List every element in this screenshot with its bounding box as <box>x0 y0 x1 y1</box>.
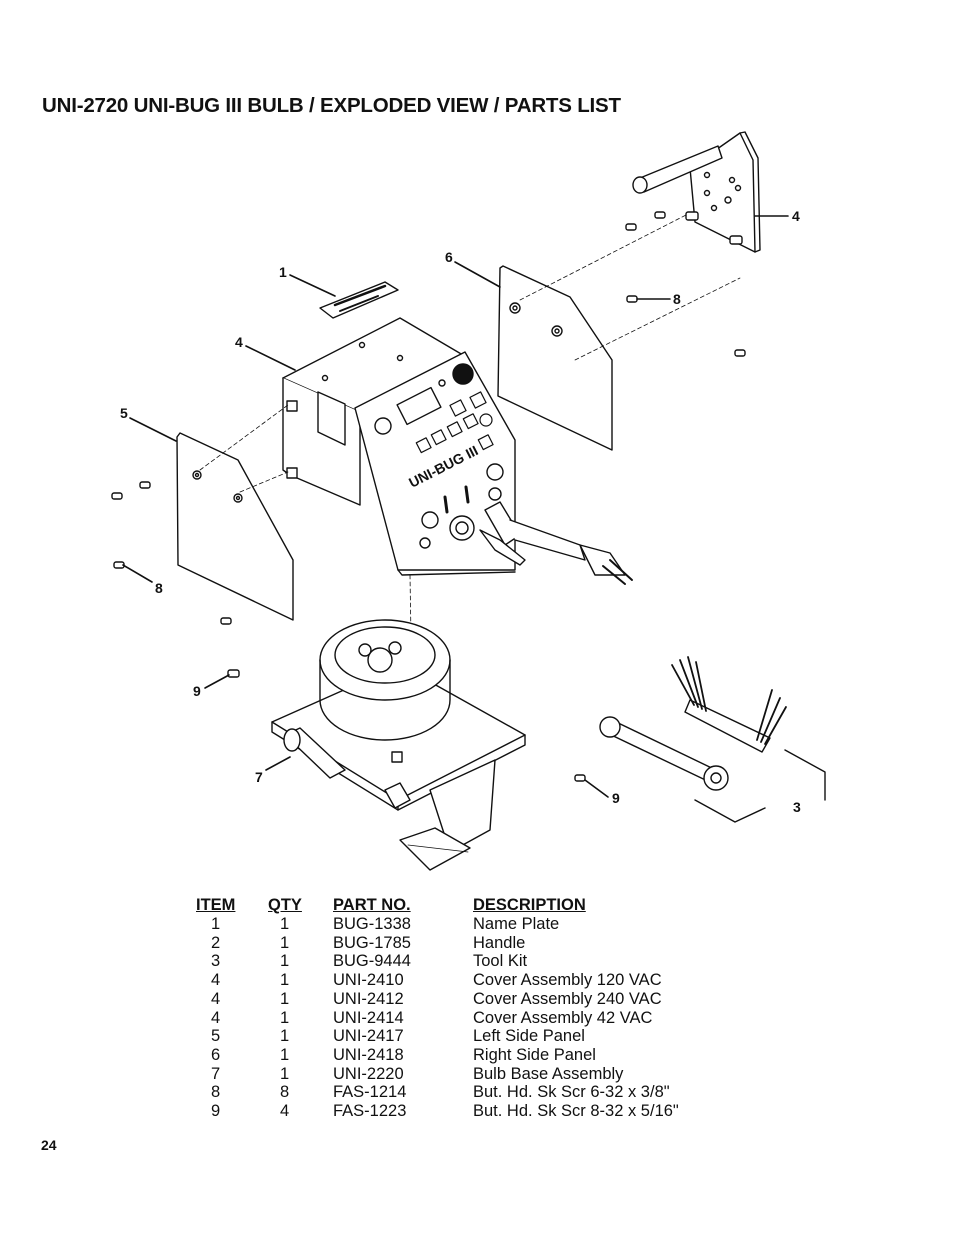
cell-part-no: UNI-2412 <box>333 989 404 1008</box>
table-row: 5 1 UNI-2417 Left Side Panel <box>193 1027 733 1046</box>
cell-item: 1 <box>211 915 221 933</box>
cell-part-no: FAS-1223 <box>333 1102 407 1121</box>
table-header-row: ITEM QTY PART NO. DESCRIPTION <box>193 896 733 915</box>
cell-description: But. Hd. Sk Scr 8-32 x 5/16" <box>473 1102 679 1121</box>
callout-6: 6 <box>445 249 453 265</box>
handle-part <box>625 131 761 253</box>
leader-lines <box>122 215 789 798</box>
cell-description: Bulb Base Assembly <box>473 1064 624 1083</box>
cell-description: Cover Assembly 120 VAC <box>473 971 662 990</box>
cell-description: Cover Assembly 240 VAC <box>473 989 662 1008</box>
cover-assembly: UNI-BUG III <box>282 317 633 701</box>
cell-item: 3 <box>211 952 221 971</box>
cell-part-no: UNI-2414 <box>333 1008 404 1027</box>
callout-4-handle: 4 <box>792 208 800 224</box>
screws <box>111 295 746 782</box>
callout-1: 1 <box>279 264 287 280</box>
header-item: ITEM <box>196 896 236 914</box>
callout-9-left: 9 <box>193 683 201 699</box>
cell-item: 2 <box>211 933 221 952</box>
cell-qty: 1 <box>280 1064 290 1083</box>
cell-item: 7 <box>211 1064 221 1083</box>
page-number: 24 <box>41 1137 57 1153</box>
cell-item: 4 <box>211 971 221 990</box>
callout-9-right: 9 <box>612 790 620 806</box>
cell-qty: 1 <box>280 915 290 933</box>
cell-part-no: BUG-1338 <box>333 915 411 933</box>
cell-qty: 1 <box>280 971 290 990</box>
table-row: 6 1 UNI-2418 Right Side Panel <box>193 1046 733 1065</box>
callout-5: 5 <box>120 405 128 421</box>
cell-part-no: UNI-2418 <box>333 1045 404 1064</box>
cell-description: Name Plate <box>473 915 560 933</box>
cell-qty: 4 <box>280 1102 290 1121</box>
cell-part-no: BUG-1785 <box>333 933 411 952</box>
right-side-panel <box>497 214 741 451</box>
table-row: 3 1 BUG-9444 Tool Kit <box>193 952 733 971</box>
cell-qty: 1 <box>280 1008 290 1027</box>
table-row: 7 1 UNI-2220 Bulb Base Assembly <box>193 1065 733 1084</box>
parts-list-table: ITEM QTY PART NO. DESCRIPTION 1 1 BUG-13… <box>193 896 733 1121</box>
table-row: 8 8 FAS-1214 But. Hd. Sk Scr 6-32 x 3/8" <box>193 1083 733 1102</box>
cell-part-no: BUG-9444 <box>333 952 411 971</box>
cell-part-no: UNI-2410 <box>333 971 404 990</box>
cell-description: Left Side Panel <box>473 1027 585 1046</box>
cell-part-no: UNI-2220 <box>333 1064 404 1083</box>
table-row: 2 1 BUG-1785 Handle <box>193 934 733 953</box>
cell-qty: 1 <box>280 989 290 1008</box>
callout-3: 3 <box>793 799 801 815</box>
cell-item: 4 <box>211 989 221 1008</box>
table-row: 4 1 UNI-2410 Cover Assembly 120 VAC <box>193 971 733 990</box>
callout-8-right: 8 <box>673 291 681 307</box>
exploded-view-diagram: UNI-BUG III <box>111 131 826 871</box>
cell-qty: 1 <box>280 1027 290 1046</box>
cell-item: 8 <box>211 1083 221 1102</box>
cell-description: But. Hd. Sk Scr 6-32 x 3/8" <box>473 1083 670 1102</box>
cell-qty: 8 <box>280 1083 290 1102</box>
table-row: 4 1 UNI-2414 Cover Assembly 42 VAC <box>193 1009 733 1028</box>
callout-7: 7 <box>255 769 263 785</box>
bulb-base-assembly <box>271 619 526 871</box>
cell-item: 9 <box>211 1102 221 1121</box>
table-row: 9 4 FAS-1223 But. Hd. Sk Scr 8-32 x 5/16… <box>193 1102 733 1121</box>
table-row: 4 1 UNI-2412 Cover Assembly 240 VAC <box>193 990 733 1009</box>
cell-part-no: UNI-2417 <box>333 1027 404 1046</box>
cell-item: 5 <box>211 1027 221 1046</box>
cell-qty: 1 <box>280 933 290 952</box>
cell-item: 6 <box>211 1045 221 1064</box>
cell-qty: 1 <box>280 1045 290 1064</box>
header-description: DESCRIPTION <box>473 896 586 914</box>
cell-description: Tool Kit <box>473 952 528 971</box>
cell-qty: 1 <box>280 952 290 971</box>
cell-part-no: FAS-1214 <box>333 1083 407 1102</box>
callout-8-left: 8 <box>155 580 163 596</box>
name-plate <box>319 281 399 319</box>
cell-item: 4 <box>211 1008 221 1027</box>
callout-4-cover: 4 <box>235 334 243 350</box>
header-qty: QTY <box>268 896 302 914</box>
cell-description: Handle <box>473 933 526 952</box>
cell-description: Right Side Panel <box>473 1045 596 1064</box>
table-row: 1 1 BUG-1338 Name Plate <box>193 915 733 934</box>
header-part-no: PART NO. <box>333 896 411 914</box>
page-title: UNI-2720 UNI-BUG III BULB / EXPLODED VIE… <box>42 94 621 117</box>
cell-description: Cover Assembly 42 VAC <box>473 1008 653 1027</box>
tool-kit <box>599 656 826 823</box>
left-side-panel <box>176 404 294 621</box>
